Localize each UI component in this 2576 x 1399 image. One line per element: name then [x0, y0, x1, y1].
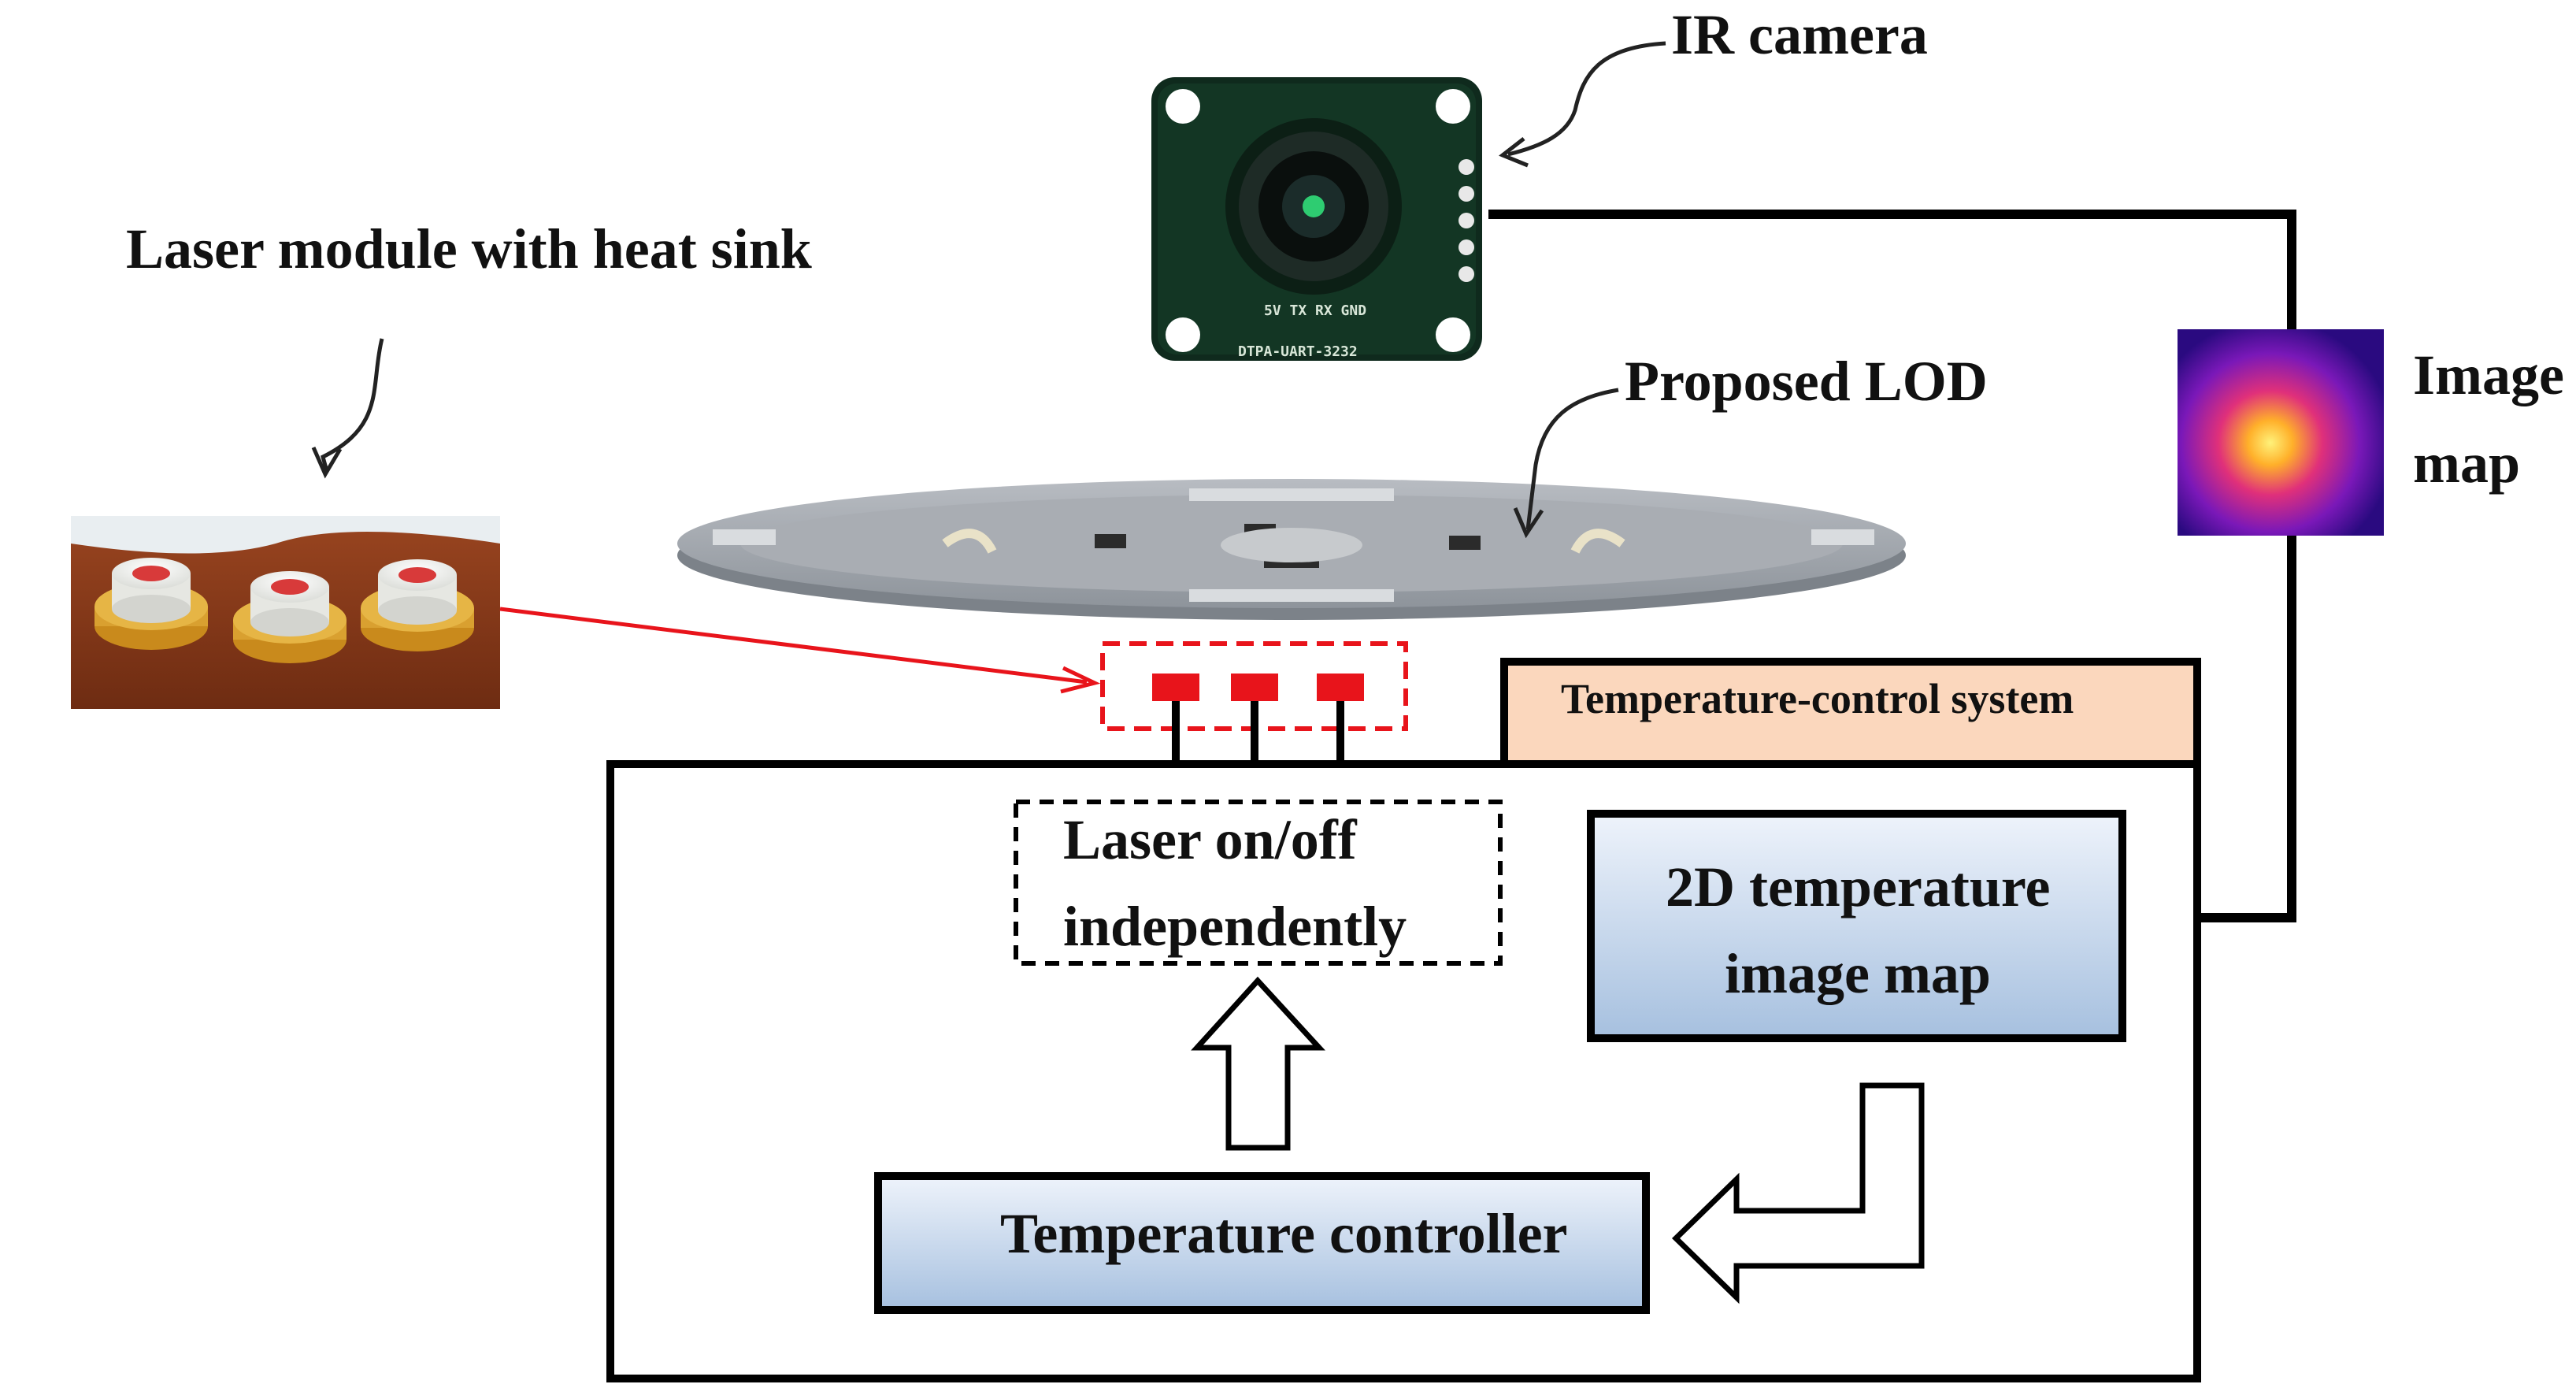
hollow-l-arrow — [1671, 1082, 1925, 1304]
laser-onoff-box — [1014, 800, 1503, 966]
temperature-control-system-label: Temperature-control system — [1561, 675, 2074, 722]
laser-emitter — [1317, 674, 1364, 701]
temperature-image-map-label-line1: 2D temperature — [1666, 855, 2051, 918]
arrowhead-icon — [1060, 666, 1101, 694]
temperature-controller-box — [874, 1172, 1650, 1314]
ir-camera-illustration: 5V TX RX GND DTPA-UART-3232 — [1151, 77, 1482, 361]
laser-diode — [95, 558, 208, 650]
laser-to-array-arrow — [499, 607, 1088, 685]
hollow-up-arrow — [1191, 976, 1325, 1151]
laser-module-pointer-arrow — [321, 338, 384, 472]
arrowhead-icon — [1513, 507, 1544, 539]
laser-onoff-label-line1: Laser on/off — [1063, 808, 1358, 871]
arrowhead-icon — [1499, 137, 1529, 168]
lod-pointer-arrow — [1525, 388, 1619, 530]
laser-diode — [361, 559, 474, 651]
thermal-image-map — [2178, 329, 2384, 536]
laser-module-label: Laser module with heat sink — [126, 217, 812, 280]
laser-diode — [233, 571, 347, 663]
proposed-lod-label: Proposed LOD — [1625, 350, 1988, 413]
temperature-image-map-label-line2: image map — [1725, 942, 1991, 1005]
image-map-label-line1: Image — [2413, 343, 2564, 406]
image-map-label-line2: map — [2413, 432, 2520, 495]
camera-to-processor-line — [1488, 210, 2296, 922]
camera-model-label: DTPA-UART-3232 — [1238, 343, 1358, 360]
temperature-image-map-box — [1587, 810, 2126, 1042]
laser-emitter — [1231, 674, 1278, 701]
camera-pin-row — [1458, 159, 1474, 282]
ir-camera-pointer-arrow — [1507, 41, 1666, 157]
laser-onoff-label-line2: independently — [1063, 895, 1407, 958]
camera-pin-labels: 5V TX RX GND — [1264, 302, 1366, 319]
ir-camera-label: IR camera — [1671, 3, 1928, 66]
lod-disk-illustration — [677, 479, 1906, 620]
temperature-controller-label: Temperature controller — [1000, 1202, 1568, 1265]
laser-module-illustration — [71, 516, 500, 709]
arrowhead-icon — [311, 446, 343, 479]
laser-emitter — [1152, 674, 1199, 701]
